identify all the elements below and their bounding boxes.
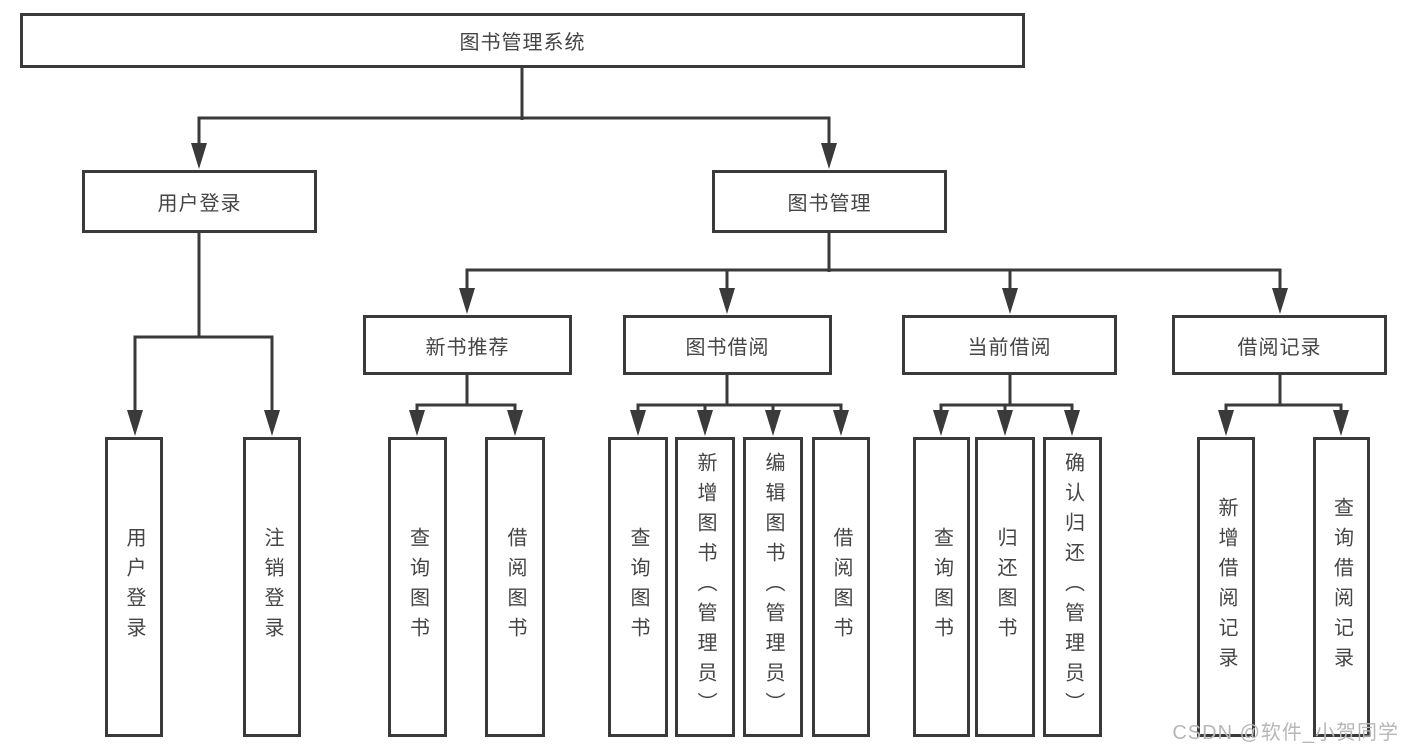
leaf-label: 查询图书 xyxy=(627,527,649,647)
leaf-edit-books-admin: 编辑图书（管理员） xyxy=(743,437,803,737)
leaf-label: 编辑图书（管理员） xyxy=(762,452,784,722)
leaf-query-books-1: 查询图书 xyxy=(388,437,447,737)
node-new-book-recommend: 新书推荐 xyxy=(363,315,572,375)
leaf-label: 归还图书 xyxy=(994,527,1016,647)
leaf-query-books-2: 查询图书 xyxy=(608,437,668,737)
leaf-user-login: 用户登录 xyxy=(105,437,163,737)
arrowheads xyxy=(127,143,1349,436)
leaf-confirm-return-admin: 确认归还（管理员） xyxy=(1043,437,1102,737)
leaf-logout: 注销登录 xyxy=(243,437,301,737)
leaf-add-books-admin: 新增图书（管理员） xyxy=(675,437,735,737)
leaf-label: 查询图书 xyxy=(406,527,429,647)
leaf-add-borrow-record: 新增借阅记录 xyxy=(1197,437,1255,737)
node-root: 图书管理系统 xyxy=(20,13,1025,68)
leaf-label: 注销登录 xyxy=(261,527,283,647)
leaf-label: 用户登录 xyxy=(123,527,145,647)
leaf-query-books-3: 查询图书 xyxy=(913,437,970,737)
leaf-return-books: 归还图书 xyxy=(975,437,1035,737)
node-book-management: 图书管理 xyxy=(712,170,947,233)
leaf-label: 新增借阅记录 xyxy=(1215,497,1237,677)
leaf-query-borrow-record: 查询借阅记录 xyxy=(1313,437,1370,737)
csdn-watermark: CSDN @软件_小贺同学 xyxy=(1172,722,1399,744)
node-current-borrowing: 当前借阅 xyxy=(902,315,1117,375)
node-user-login: 用户登录 xyxy=(82,170,317,233)
leaf-label: 查询图书 xyxy=(930,527,953,647)
leaf-label: 新增图书（管理员） xyxy=(694,452,716,722)
leaf-borrow-books-2: 借阅图书 xyxy=(812,437,870,737)
leaf-borrow-books-1: 借阅图书 xyxy=(485,437,545,737)
leaf-label: 查询借阅记录 xyxy=(1330,497,1353,677)
node-book-borrowing: 图书借阅 xyxy=(623,315,832,375)
leaf-label: 确认归还（管理员） xyxy=(1061,452,1084,722)
leaf-label: 借阅图书 xyxy=(830,527,852,647)
node-borrowing-records: 借阅记录 xyxy=(1172,315,1387,375)
leaf-label: 借阅图书 xyxy=(504,527,526,647)
